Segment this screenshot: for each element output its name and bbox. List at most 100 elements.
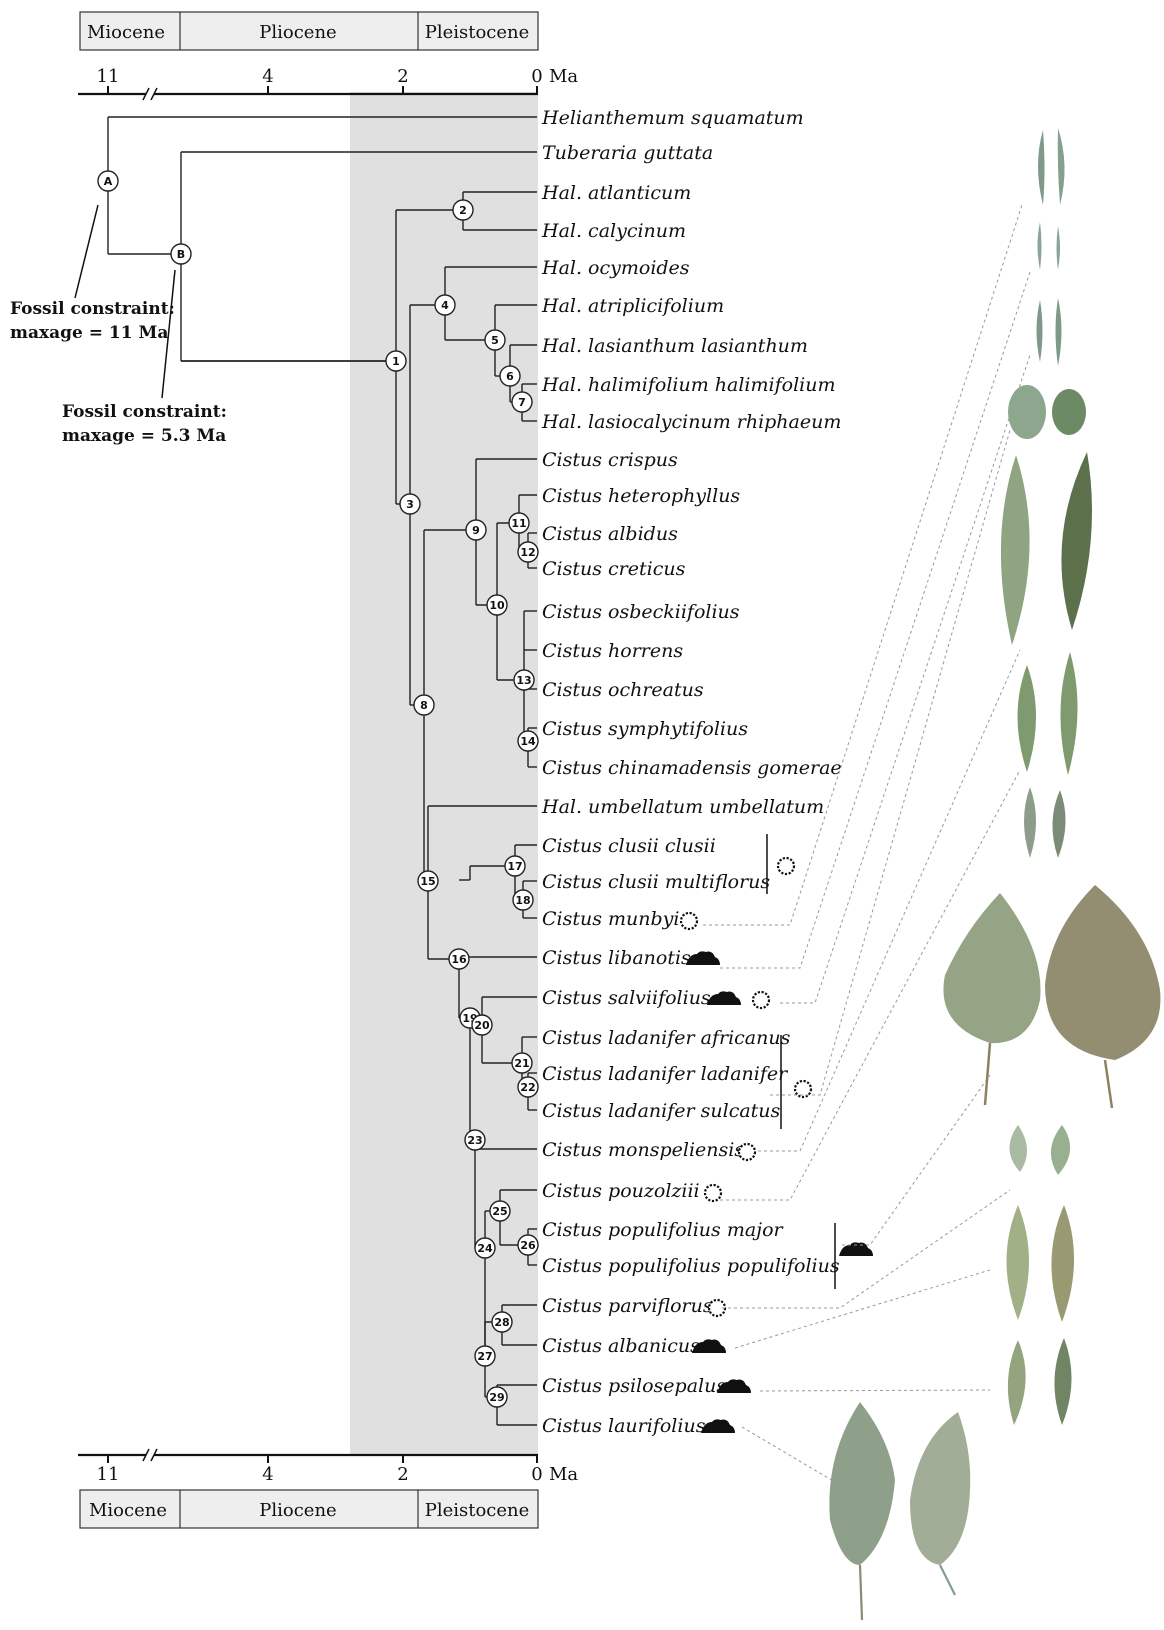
time-axis-top: 11 4 2 0 Ma (78, 66, 578, 100)
node-label: 3 (406, 498, 414, 511)
epoch-pliocene-bottom: Pliocene (259, 1500, 336, 1521)
taxon-label: Cistus populifolius populifolius (542, 1255, 840, 1277)
node-marker: 9 (466, 520, 486, 540)
node-label: 7 (518, 396, 526, 409)
node-label: 21 (514, 1057, 529, 1070)
tick-0-bottom: 0 (531, 1464, 542, 1485)
node-marker: 24 (475, 1238, 495, 1258)
taxon-label: Cistus laurifolius (542, 1415, 706, 1437)
leaf-pair-11 (1008, 1338, 1072, 1425)
mound-symbol-icon (701, 1419, 735, 1433)
node-marker: 12 (518, 542, 538, 562)
node-label: 10 (489, 599, 505, 612)
node-marker: 5 (485, 330, 505, 350)
taxon-label: Cistus albanicus (542, 1335, 700, 1357)
taxon-label: Hal. umbellatum umbellatum (541, 796, 824, 818)
node-marker: 29 (487, 1387, 507, 1407)
node-marker: 1 (386, 351, 406, 371)
node-marker: 2 (453, 200, 473, 220)
node-marker: 25 (490, 1201, 510, 1221)
leaf-pair-2 (1038, 222, 1061, 270)
node-label: 1 (392, 355, 400, 368)
node-label: 11 (511, 517, 526, 530)
taxon-label: Cistus parviflorus (542, 1295, 713, 1317)
axis-unit-top: Ma (549, 66, 578, 87)
node-label: 2 (459, 204, 467, 217)
node-marker: A (98, 171, 118, 191)
epoch-pliocene-top: Pliocene (259, 22, 336, 43)
taxon-label: Hal. lasiocalycinum rhiphaeum (541, 411, 841, 433)
node-label: 17 (507, 860, 522, 873)
node-label: 15 (420, 875, 435, 888)
epoch-bar-bottom: Miocene Pliocene Pleistocene (80, 1490, 538, 1528)
bracket-clusii (767, 834, 794, 894)
tick-2-top: 2 (397, 66, 408, 87)
node-label: 14 (520, 735, 536, 748)
node-marker: 17 (505, 856, 525, 876)
fossil-constraint-a: Fossil constraint: maxage = 11 Ma (10, 205, 175, 343)
node-label: 23 (467, 1134, 482, 1147)
node-label: 4 (441, 299, 449, 312)
taxon-label: Cistus ladanifer ladanifer (542, 1063, 789, 1085)
node-label: 9 (472, 524, 480, 537)
mound-symbol-icon (707, 991, 741, 1005)
taxon-label: Cistus ochreatus (542, 679, 704, 701)
node-label: 18 (515, 894, 530, 907)
tick-2-bottom: 2 (397, 1464, 408, 1485)
node-marker: 28 (492, 1312, 512, 1332)
taxon-label: Cistus psilosepalus (542, 1375, 726, 1397)
node-marker: B (171, 244, 191, 264)
taxon-label: Cistus clusii clusii (542, 835, 716, 857)
leaf-pair-5 (1001, 452, 1092, 645)
taxon-label: Cistus chinamadensis gomerae (542, 757, 842, 779)
taxon-label: Cistus heterophyllus (542, 485, 740, 507)
epoch-pleistocene-top: Pleistocene (425, 22, 530, 43)
leaf-pair-6 (1018, 652, 1078, 775)
taxon-label: Cistus horrens (542, 640, 683, 662)
fossil-constraint-b: Fossil constraint: maxage = 5.3 Ma (62, 270, 227, 446)
taxon-label: Cistus salviifolius (542, 987, 711, 1009)
sun-symbol-icon (753, 992, 769, 1008)
mound-symbol-icon (839, 1242, 873, 1256)
taxon-label: Cistus ladanifer sulcatus (542, 1100, 781, 1122)
leaf-pair-4 (1008, 385, 1086, 439)
tick-11-top: 11 (97, 66, 120, 87)
leaf-specimens (829, 128, 1160, 1620)
epoch-miocene-bottom: Miocene (89, 1500, 167, 1521)
node-label: 8 (420, 699, 428, 712)
node-label: 28 (494, 1316, 509, 1329)
leaf-pair-9 (1009, 1125, 1070, 1175)
taxon-label: Cistus osbeckiifolius (542, 601, 740, 623)
node-label: 16 (451, 953, 467, 966)
taxon-label: Hal. atlanticum (541, 182, 691, 204)
mound-symbol-icon (686, 951, 720, 965)
node-label: A (104, 175, 113, 188)
node-label: 6 (506, 370, 514, 383)
taxon-label: Cistus monspeliensis (542, 1139, 744, 1161)
node-marker: 6 (500, 366, 520, 386)
bracket-populifolius (835, 1223, 873, 1289)
tick-11-bottom: 11 (97, 1464, 120, 1485)
node-label: 25 (492, 1205, 507, 1218)
sun-symbol-icon (681, 913, 697, 929)
taxon-label: Helianthemum squamatum (541, 107, 804, 129)
node-marker: 8 (414, 695, 434, 715)
node-marker: 13 (514, 670, 534, 690)
sun-symbol-icon (739, 1144, 755, 1160)
node-label: 5 (491, 334, 499, 347)
node-label: 24 (477, 1242, 493, 1255)
node-marker: 18 (513, 890, 533, 910)
node-marker: 3 (400, 494, 420, 514)
constraint-b-line1: Fossil constraint: (62, 402, 227, 422)
taxon-label: Cistus pouzolziii (542, 1180, 700, 1202)
constraint-a-line2: maxage = 11 Ma (10, 323, 168, 343)
axis-unit-bottom: Ma (549, 1464, 578, 1485)
epoch-miocene-top: Miocene (87, 22, 165, 43)
taxon-label: Cistus albidus (542, 523, 678, 545)
node-label: 26 (520, 1239, 536, 1252)
node-marker: 26 (518, 1235, 538, 1255)
constraint-a-line1: Fossil constraint: (10, 299, 175, 319)
tick-0-top: 0 (531, 66, 542, 87)
node-marker: 21 (512, 1053, 532, 1073)
